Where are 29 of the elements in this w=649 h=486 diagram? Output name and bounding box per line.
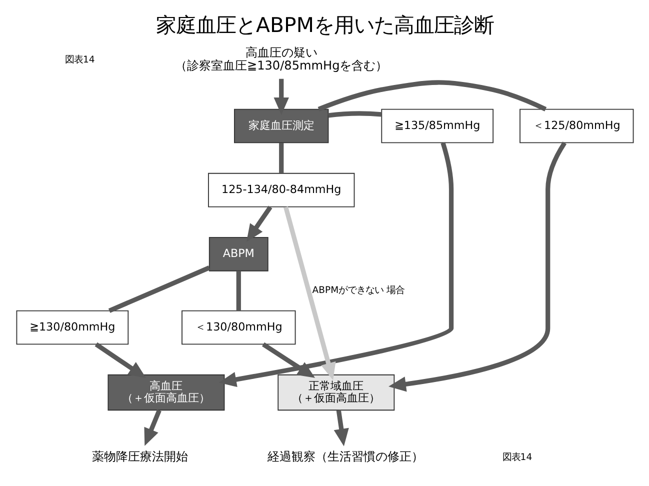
edge-label: ABPMができない 場合 <box>312 285 404 296</box>
arrow <box>246 206 272 242</box>
arrow <box>144 409 161 446</box>
node-box: ABPM <box>208 236 268 272</box>
label: 図表14 <box>502 452 532 463</box>
node-text: 高血圧の疑い （診察室血圧≧130/85mmHgを含む） <box>174 46 388 73</box>
arrow <box>283 206 336 380</box>
node-box: 家庭血圧測定 <box>234 108 328 144</box>
node-box: ＜130/80mmHg <box>181 310 296 345</box>
arrow <box>388 142 566 392</box>
node-box: 高血圧 （＋仮面高血圧） <box>107 374 224 411</box>
diagram-title: 家庭血圧とABPMを用いた高血圧診断 <box>156 12 494 37</box>
node-box: ≧135/85mmHg <box>380 108 494 144</box>
connector <box>328 111 382 118</box>
node-text: 薬物降圧療法開始 <box>92 450 188 464</box>
node-box: 125-134/80-84mmHg <box>208 172 354 208</box>
arrow <box>218 142 454 388</box>
arrow <box>273 78 288 115</box>
connector <box>236 270 240 311</box>
label: 図表14 <box>64 54 94 66</box>
connector <box>108 266 210 313</box>
arrow <box>94 342 146 378</box>
node-box: ≧130/80mmHg <box>16 310 128 345</box>
connector <box>278 142 284 173</box>
node-text: 経過観察（生活習慣の修正） <box>266 450 423 464</box>
node-box: 正常域血圧 （＋仮面高血圧） <box>277 374 394 411</box>
arrow <box>333 410 348 446</box>
node-box: ＜125/80mmHg <box>519 108 634 144</box>
connector <box>317 80 546 112</box>
